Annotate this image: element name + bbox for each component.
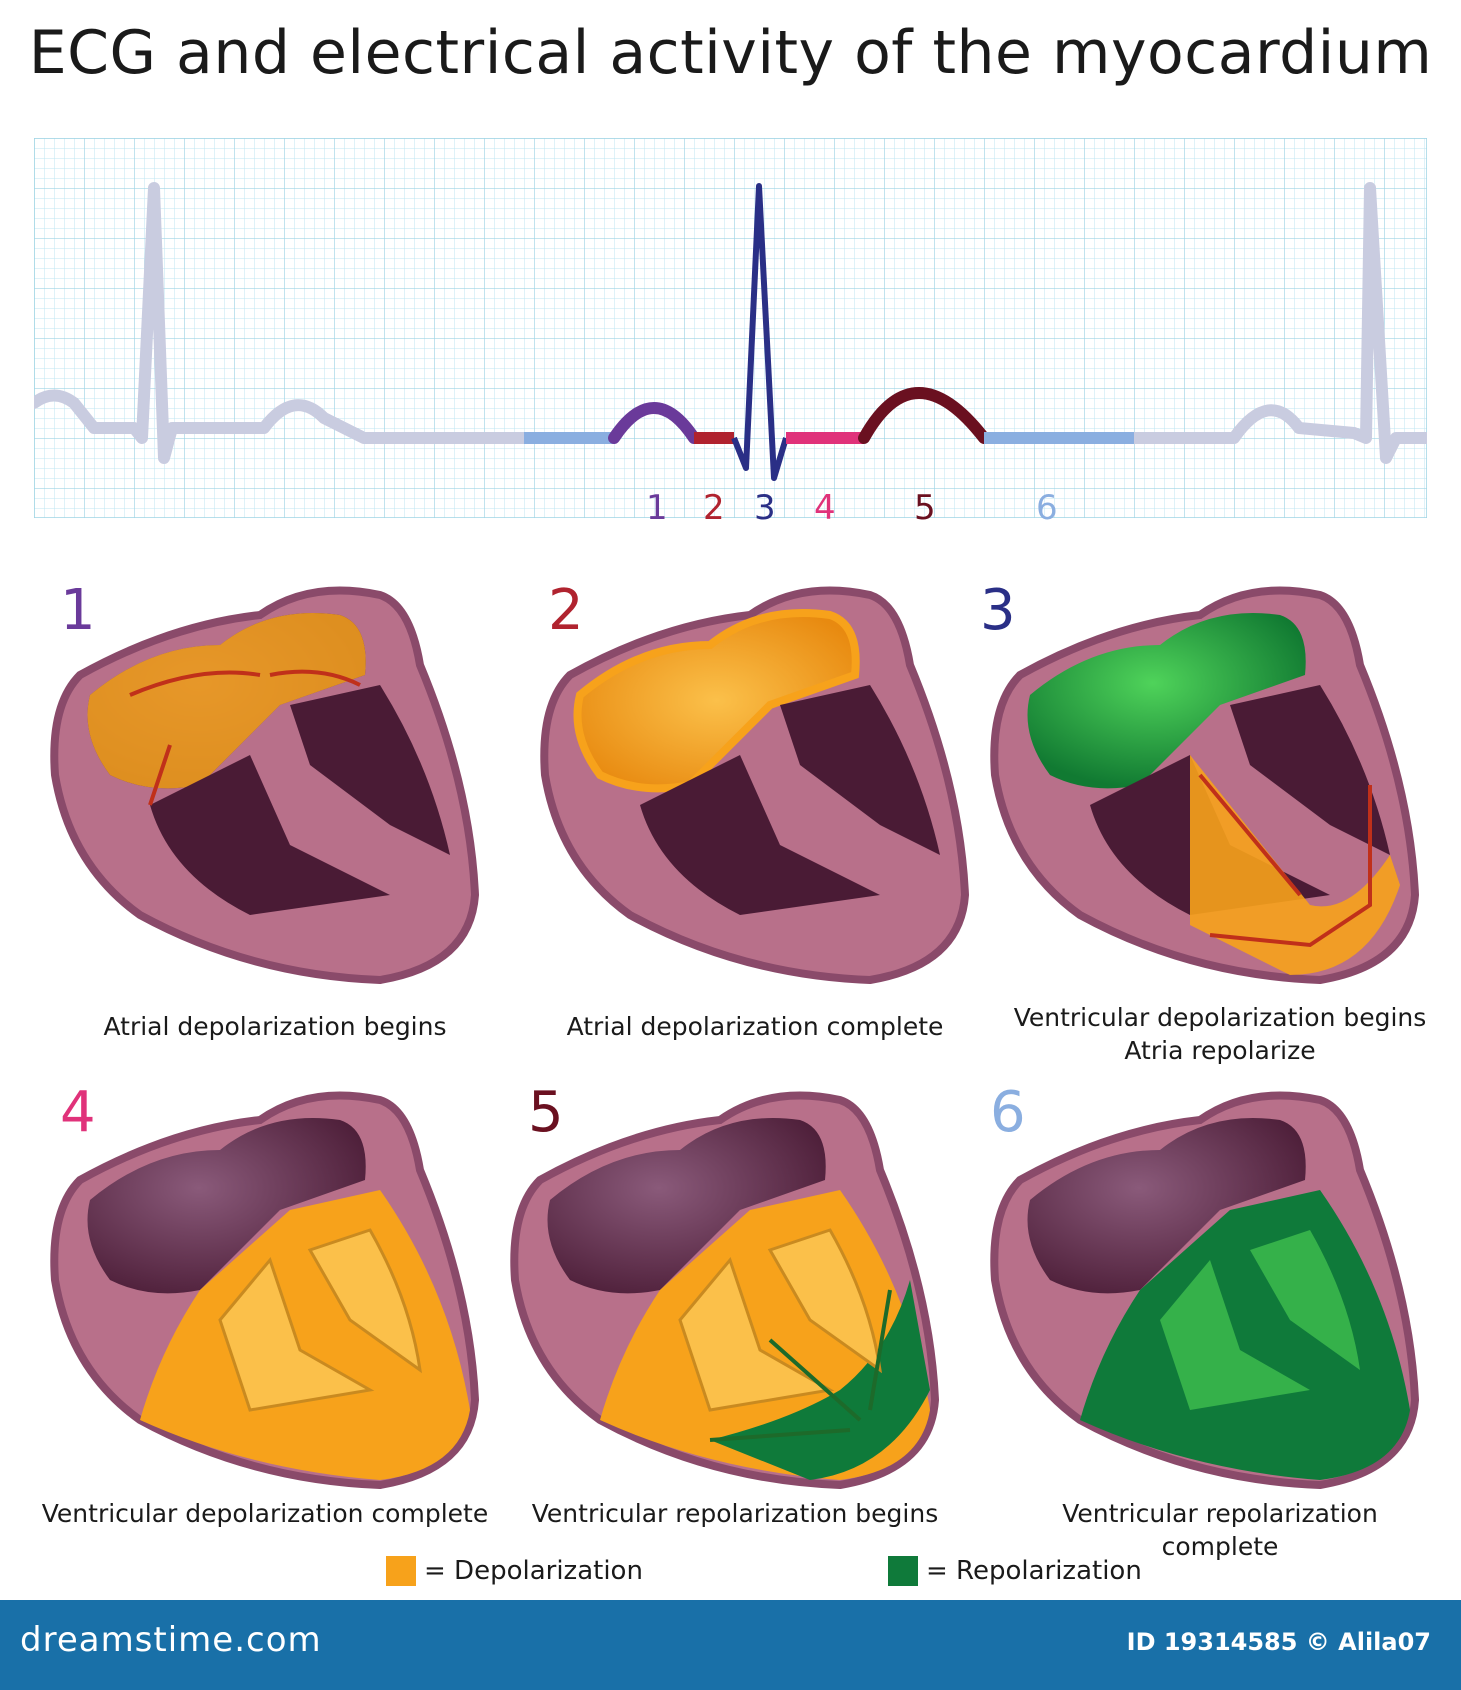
panel-number-1: 1 xyxy=(60,578,96,643)
legend-repolarization-label: = Repolarization xyxy=(926,1556,1142,1586)
heart-atria-depolarizing-icon xyxy=(50,586,480,985)
heart-atria-depolarized-icon xyxy=(540,586,970,985)
heart-ventricles-depolarized-icon xyxy=(50,1091,480,1490)
ecg-trace-faded-left xyxy=(34,182,530,464)
heart-ventricles-depolarizing-icon xyxy=(990,586,1420,985)
heart-ventricles-repolarized-icon xyxy=(990,1091,1420,1490)
ecg-segment-p-wave xyxy=(608,402,700,444)
footer-image-id: ID 19314585 © Alila07 xyxy=(1126,1628,1431,1656)
ecg-strip xyxy=(34,138,1427,518)
footer-logo: dreamstime.com xyxy=(20,1620,322,1660)
ecg-label-1: 1 xyxy=(646,488,668,528)
legend-depolarization-swatch xyxy=(386,1556,416,1586)
panel-number-6: 6 xyxy=(990,1080,1026,1145)
ecg-segment-t-wave xyxy=(858,387,990,444)
panel-number-4: 4 xyxy=(60,1080,96,1145)
panel-number-3: 3 xyxy=(980,578,1016,643)
caption-1: Atrial depolarization begins xyxy=(103,1012,447,1041)
ecg-label-2: 2 xyxy=(703,488,725,528)
ecg-grid xyxy=(34,138,1427,518)
panel-number-2: 2 xyxy=(548,578,584,643)
legend-repolarization-swatch xyxy=(888,1556,918,1586)
ecg-label-4: 4 xyxy=(814,488,836,528)
legend-depolarization-label: = Depolarization xyxy=(424,1556,643,1586)
caption-5: Ventricular repolarization begins xyxy=(531,1499,939,1528)
caption-6: Ventricular repolarization complete xyxy=(1062,1499,1378,1561)
ecg-label-6: 6 xyxy=(1036,488,1058,528)
ecg-label-5: 5 xyxy=(914,488,936,528)
heart-ventricles-repolarizing-icon xyxy=(510,1091,940,1490)
ecg-trace-faded-right xyxy=(1128,182,1427,464)
panel-number-5: 5 xyxy=(528,1080,564,1145)
page-title: ECG and electrical activity of the myoca… xyxy=(28,18,1433,88)
caption-4: Ventricular depolarization complete xyxy=(41,1499,489,1528)
footer-bar: dreamstime.com ID 19314585 © Alila07 xyxy=(0,1600,1461,1690)
ecg-label-3: 3 xyxy=(754,488,776,528)
caption-3: Ventricular depolarization begins Atria … xyxy=(1013,1003,1427,1065)
caption-2: Atrial depolarization complete xyxy=(566,1012,944,1041)
ecg-segment-qrs xyxy=(731,183,789,481)
